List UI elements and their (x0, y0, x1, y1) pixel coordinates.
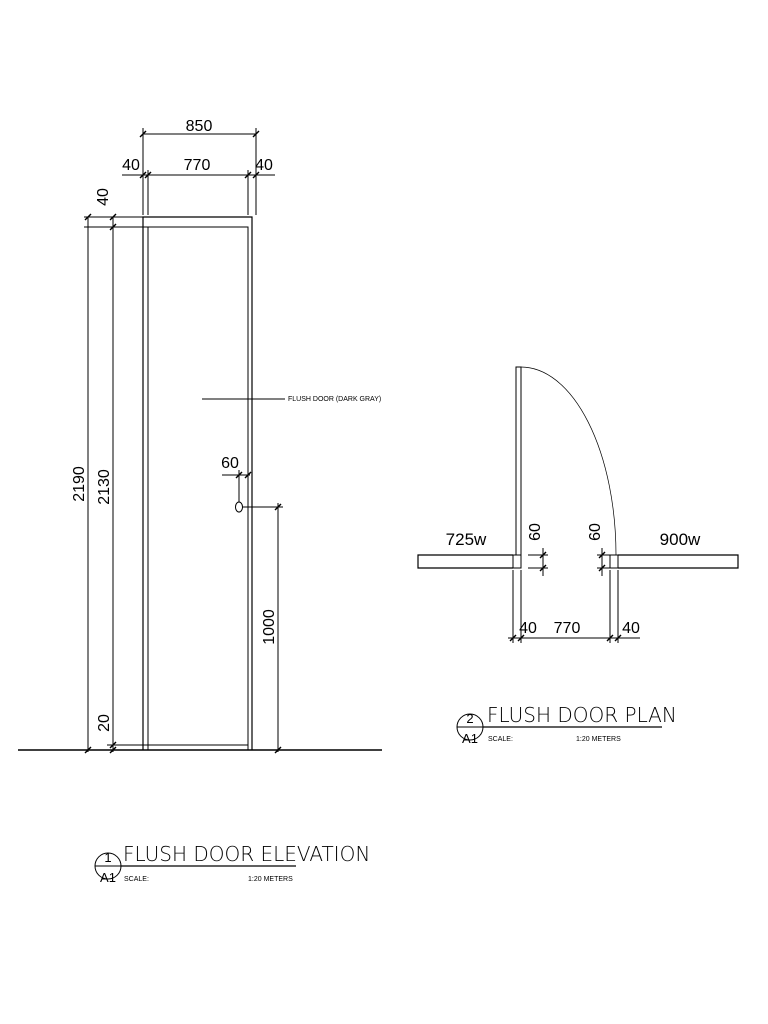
door-elevation (18, 128, 382, 754)
dim-overall-height: 2190 (71, 466, 88, 502)
title-number-elevation: 1 (104, 850, 111, 865)
dim-opening-width: 770 (184, 157, 211, 174)
scale-value-elevation: 1:20 METERS (248, 876, 293, 883)
dim-threshold: 20 (96, 714, 113, 732)
title-block-elevation (94, 852, 296, 880)
door-frame-outer (142, 216, 253, 750)
dim-overall-width: 850 (186, 118, 213, 135)
plan-door-leaf (515, 366, 522, 556)
plan-jamb-left (512, 554, 522, 569)
title-number-plan: 2 (466, 711, 473, 726)
door-handle (235, 501, 243, 513)
plan-left-wall-label: 725w (446, 530, 487, 549)
dim-right-jamb: 40 (255, 157, 273, 174)
title-block-plan (456, 713, 662, 741)
plan-dim-opening-width: 770 (554, 620, 581, 637)
dim-left-jamb: 40 (122, 157, 140, 174)
plan-dim-left-jamb-depth: 60 (527, 523, 544, 541)
dim-head: 40 (95, 188, 112, 206)
dim-handle-offset: 60 (221, 455, 239, 472)
plan-wall-left (417, 554, 513, 569)
scale-label-elevation: SCALE: (124, 876, 149, 883)
dim-handle-height: 1000 (261, 609, 278, 645)
title-sheet-plan: A1 (462, 731, 478, 746)
plan-jamb-right (609, 554, 619, 569)
plan-swing-arc (520, 366, 617, 556)
door-plan (417, 366, 739, 643)
title-plan: FLUSH DOOR PLAN (487, 703, 677, 727)
plan-dim-left-jamb: 40 (519, 620, 537, 637)
dim-leaf-height: 2130 (96, 469, 113, 505)
callout-flush-door: FLUSH DOOR (DARK GRAY) (288, 396, 381, 403)
plan-dim-right-jamb-depth: 60 (587, 523, 604, 541)
door-frame-inner (147, 226, 249, 750)
plan-dim-right-jamb: 40 (622, 620, 640, 637)
title-elevation: FLUSH DOOR ELEVATION (123, 842, 370, 866)
scale-label-plan: SCALE: (488, 736, 513, 743)
scale-value-plan: 1:20 METERS (576, 736, 621, 743)
title-sheet-elevation: A1 (100, 870, 116, 885)
plan-wall-right (618, 554, 739, 569)
plan-right-wall-label: 900w (660, 530, 701, 549)
